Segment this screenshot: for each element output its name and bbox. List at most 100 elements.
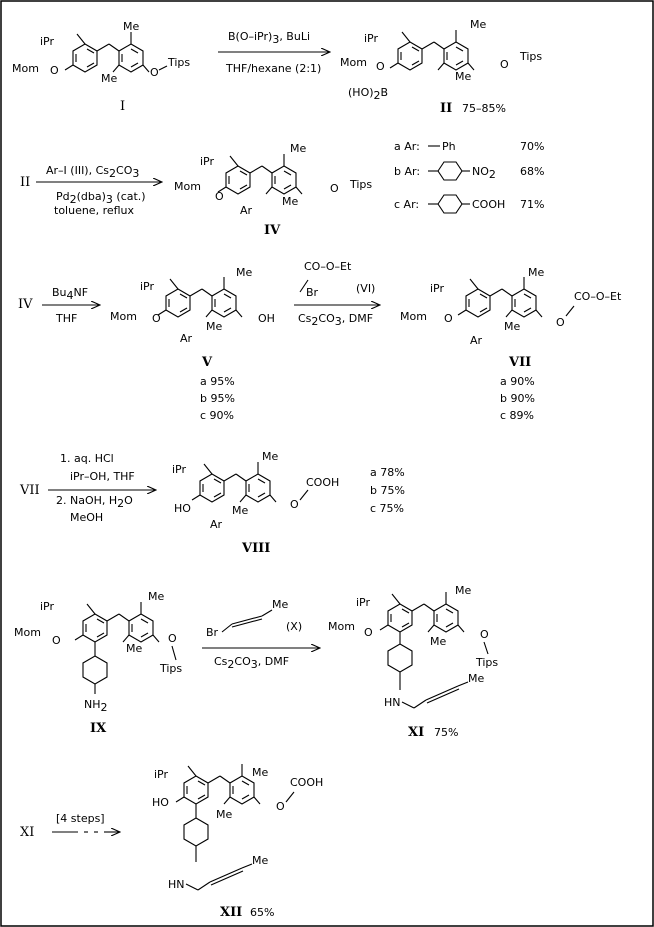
reagent-VI-label: (VI) xyxy=(356,282,375,295)
ar-option-c-yield: 71% xyxy=(520,198,544,211)
compound-label-VII: VII xyxy=(508,355,531,370)
me-label: Me xyxy=(216,808,232,821)
me-label: Me xyxy=(504,320,520,333)
step-3-start: IV xyxy=(18,297,33,312)
step-2-reagent: Ar–I (III), Cs2CO3 xyxy=(46,164,139,180)
ar-label: Ar xyxy=(470,334,483,347)
ipr-label: iPr xyxy=(356,596,370,609)
me-label: Me xyxy=(282,195,298,208)
yield-V-c: c 90% xyxy=(200,409,234,422)
compound-label-XI: XI xyxy=(408,725,424,740)
ar-option-b: b Ar: NO2 68% xyxy=(394,161,544,181)
yield-VII-a: a 90% xyxy=(500,375,535,388)
me-label: Me xyxy=(232,504,248,517)
reagent-VI-ester: CO–O–Et xyxy=(304,260,352,273)
o-label: O xyxy=(444,312,453,325)
ar-option-a-label: a Ar: xyxy=(394,140,420,153)
me-label: Me xyxy=(101,72,117,85)
ipr-label: iPr xyxy=(140,280,154,293)
step-3-arrow: IV Bu4NF THF xyxy=(18,286,100,325)
mom-label: Mom xyxy=(400,310,427,323)
compound-VIII: iPr Me Me HO O COOH Ar VIII a 78% b 75% … xyxy=(172,450,405,556)
hn-label: HN xyxy=(168,878,185,891)
me-label: Me xyxy=(252,766,268,779)
step-5-line2: iPr–OH, THF xyxy=(70,470,135,483)
compound-XI: iPr Me Me Mom O O Tips HN Me XI 75% xyxy=(328,584,498,740)
me-label: Me xyxy=(455,70,471,83)
me-label: Me xyxy=(430,635,446,648)
step-7-arrow: XI [4 steps] xyxy=(20,812,120,840)
me-label: Me xyxy=(262,450,278,463)
step-6-conditions: Cs2CO3, DMF xyxy=(214,655,289,671)
reagent-X-label: (X) xyxy=(286,620,302,633)
compound-label-II: II xyxy=(440,101,452,116)
ester-label: CO–O–Et xyxy=(574,290,622,303)
yield-VIII-b: b 75% xyxy=(370,484,405,497)
ipr-label: iPr xyxy=(200,155,214,168)
compound-IX: iPr Me Me Mom O O Tips NH2 IX xyxy=(14,590,182,736)
ipr-label: iPr xyxy=(40,600,54,613)
o-label: O xyxy=(168,632,177,645)
me-label: Me xyxy=(126,642,142,655)
step-7-start: XI xyxy=(20,825,34,840)
o-label: O xyxy=(376,60,385,73)
ar-option-a-yield: 70% xyxy=(520,140,544,153)
step-2-solvent: toluene, reflux xyxy=(54,204,135,217)
ho-label: HO xyxy=(174,502,191,515)
ar-option-c-group: COOH xyxy=(472,198,505,211)
me-label: Me xyxy=(148,590,164,603)
o-label: O xyxy=(152,312,161,325)
yield-XI: 75% xyxy=(434,726,458,739)
yield-VII-b: b 90% xyxy=(500,392,535,405)
ar-option-b-label: b Ar: xyxy=(394,165,420,178)
ipr-label: iPr xyxy=(364,32,378,45)
step-5-start: VII xyxy=(19,483,40,498)
oh-label: OH xyxy=(258,312,275,325)
step-6-arrow: Br Me (X) Cs2CO3, DMF xyxy=(202,598,320,671)
oalkyl-o-label: O xyxy=(276,800,285,813)
yield-V-b: b 95% xyxy=(200,392,235,405)
mom-label: Mom xyxy=(14,626,41,639)
step-7-reagent: [4 steps] xyxy=(56,812,105,825)
me-label: Me xyxy=(236,266,252,279)
o-label: O xyxy=(52,634,61,647)
hn-label: HN xyxy=(384,696,401,709)
yield-VIII-c: c 75% xyxy=(370,502,404,515)
compound-label-IV: IV xyxy=(264,223,281,238)
yield-XII: 65% xyxy=(250,906,274,919)
compound-label-VIII: VIII xyxy=(241,541,270,556)
otips-o-label: O xyxy=(150,66,159,79)
ipr-label: iPr xyxy=(430,282,444,295)
compound-label-XII: XII xyxy=(220,905,242,920)
ar-option-b-group: NO2 xyxy=(472,165,496,181)
cooh-label: COOH xyxy=(290,776,323,789)
me-label: Me xyxy=(468,672,484,685)
step-3-solvent: THF xyxy=(55,312,77,325)
o-label: O xyxy=(215,190,224,203)
reagent-VI-br: Br xyxy=(306,286,319,299)
step-4-arrow: CO–O–Et Br (VI) Cs2CO3, DMF xyxy=(294,260,380,328)
o-label: O xyxy=(480,628,489,641)
tips-label: Tips xyxy=(349,178,372,191)
compound-XII: iPr Me Me HO O COOH HN Me XII 65% xyxy=(152,763,323,920)
compound-label-V: V xyxy=(201,355,213,370)
yield-VII-c: c 89% xyxy=(500,409,534,422)
compound-VII: iPr Me Me Mom O O CO–O–Et Ar VII a 90% b… xyxy=(400,266,622,422)
step-1-solvent: THF/hexane (2:1) xyxy=(225,62,321,75)
o-label: O xyxy=(364,626,373,639)
step-5-line4: MeOH xyxy=(70,511,103,524)
otips-o-label: O xyxy=(330,182,339,195)
boronic-acid-label: (HO)2B xyxy=(348,86,388,102)
oalkyl-o-label: O xyxy=(290,498,299,511)
mom-label: Mom xyxy=(12,62,39,75)
yield-II: 75–85% xyxy=(462,102,506,115)
tips-label: Tips xyxy=(475,656,498,669)
tips-label: Tips xyxy=(167,56,190,69)
yield-VIII-a: a 78% xyxy=(370,466,405,479)
me-label: Me xyxy=(123,20,139,33)
compound-I: iPr Me Me Mom O O Tips I xyxy=(12,20,190,114)
ar-label: Ar xyxy=(180,332,193,345)
o-label: O xyxy=(50,64,59,77)
